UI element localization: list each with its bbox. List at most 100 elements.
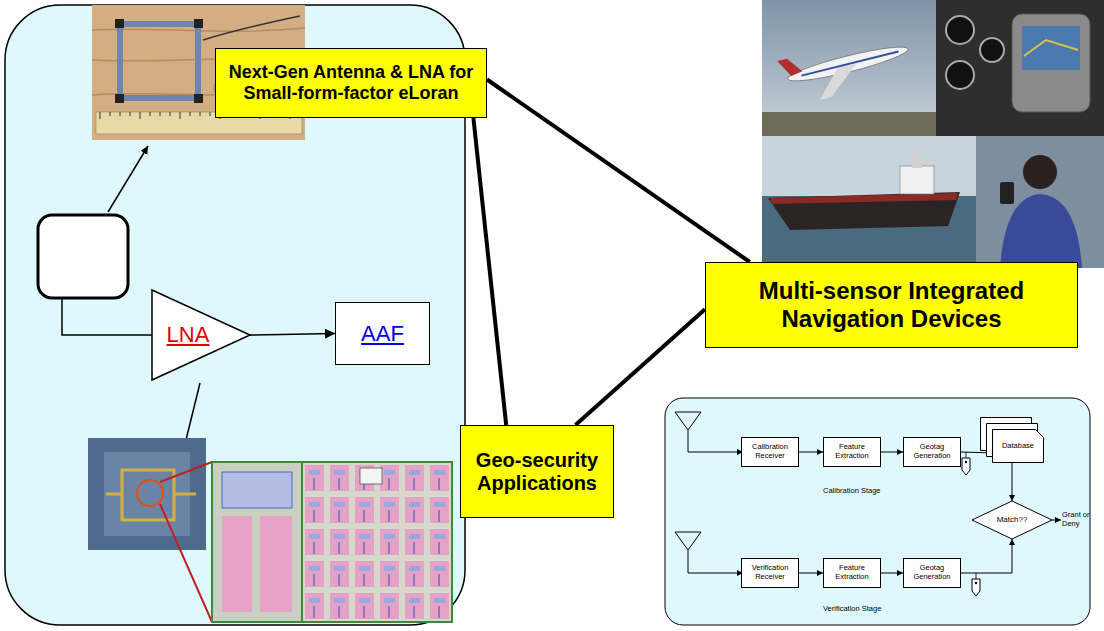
photo-collage [786,41,910,87]
leader-arrow [108,146,148,212]
chip-photo [122,470,174,520]
photo-collage [762,112,936,136]
antenna-box [38,215,128,298]
photo-collage [1012,14,1090,112]
node-text: Multi-sensor Integrated Navigation Devic… [747,277,1037,332]
connector [881,452,903,453]
connector [487,80,750,263]
database-symbol: Database [980,417,1044,463]
node-text: Verification Receiver [746,564,794,581]
photo-collage [980,38,1004,62]
chip-layout [222,516,252,612]
photo-collage [1000,182,1014,204]
tag-symbol [975,582,977,584]
antenna-photo [194,19,203,28]
photo-collage [762,136,976,268]
photo-collage [1000,194,1082,268]
connector [576,309,706,425]
tag-symbol [966,452,967,458]
decision-diamond: Match?? [972,501,1052,539]
process-box: Geotag Generation [903,437,961,467]
chip-photo [88,438,206,550]
photo-collage [801,51,898,75]
output-arrow [1052,520,1061,521]
photo-collage [976,136,1104,268]
node-text: Next-Gen Antenna & LNA for Small-form-fa… [224,62,478,103]
process-box: Feature Extraction [823,437,881,467]
stage-label: Grant or Deny [1062,511,1094,530]
shape-outline [993,430,1044,463]
tag-symbol [972,579,980,596]
node-text: Calibration Receiver [746,443,794,460]
stage-label: Calibration Stage [823,479,881,497]
antenna-symbol [675,412,743,452]
amplifier-triangle: LNA [152,290,250,380]
photo-collage [762,0,936,136]
antenna-photo [194,94,203,103]
photo-collage [777,56,803,79]
connector [473,118,506,425]
stage-label: Calibration Stage [823,487,881,496]
stage-label: Grant or Deny [1062,511,1094,528]
antenna-symbol [675,532,701,550]
flow-panel [665,398,1090,625]
node-text: Feature Extraction [828,443,876,460]
antenna-wire [62,298,152,335]
tag-symbol [962,452,970,475]
output-arrow [1052,520,1061,521]
callout-box: Next-Gen Antenna & LNA for Small-form-fa… [215,48,487,118]
antenna-photo [120,24,198,98]
node-text: LNA [167,322,210,347]
node-text: Geo-security Applications [470,449,604,495]
photo-collage [912,154,922,168]
stage-label: Verification Stage [823,597,881,615]
node-text: Geotag Generation [908,564,956,581]
antenna-photo [115,94,124,103]
antenna-photo [203,16,300,40]
node-text: Feature Extraction [828,564,876,581]
connector [799,452,823,453]
callout-box: Geo-security Applications [460,425,614,518]
photo-collage [946,16,974,44]
flow-panel [665,398,1090,625]
database-outline [980,417,1044,463]
photo-collage [900,166,934,194]
node-text: Database [1002,442,1034,451]
photo-collage [946,61,974,89]
tag-symbol [972,573,980,596]
antenna-wire [62,298,152,335]
chip-layout [212,462,452,622]
chip-layout [360,468,382,484]
connector [250,334,335,336]
connector [881,573,903,574]
stage-label: Verification Stage [823,605,881,614]
process-box: Calibration Receiver [741,437,799,467]
antenna-photo [115,19,124,28]
chip-photo [137,480,163,506]
antenna-symbol [688,550,743,573]
photo-collage [777,30,915,108]
chip-photo [106,493,196,496]
photo-collage [1022,26,1080,70]
photo-collage [813,62,862,100]
photo-collage [936,0,1104,136]
photo-collage [770,193,958,204]
leader-arrow [108,146,148,212]
shape-outline [152,290,250,380]
process-box: Feature Extraction [823,558,881,588]
photo-collage [1024,40,1078,56]
chip-photo [88,438,206,550]
antenna-box [38,215,128,298]
antenna-symbol [688,430,743,452]
node-text: Match?? [997,515,1028,524]
chip-layout [302,462,452,622]
photo-collage [1023,155,1057,189]
chip-layout [212,462,302,622]
node-text: AAF [361,321,404,346]
filter-box: AAF [335,302,430,365]
callout-box: Multi-sensor Integrated Navigation Devic… [705,262,1078,348]
connector [1012,463,1013,501]
chip-layout [222,472,292,508]
process-box: Verification Receiver [741,558,799,588]
